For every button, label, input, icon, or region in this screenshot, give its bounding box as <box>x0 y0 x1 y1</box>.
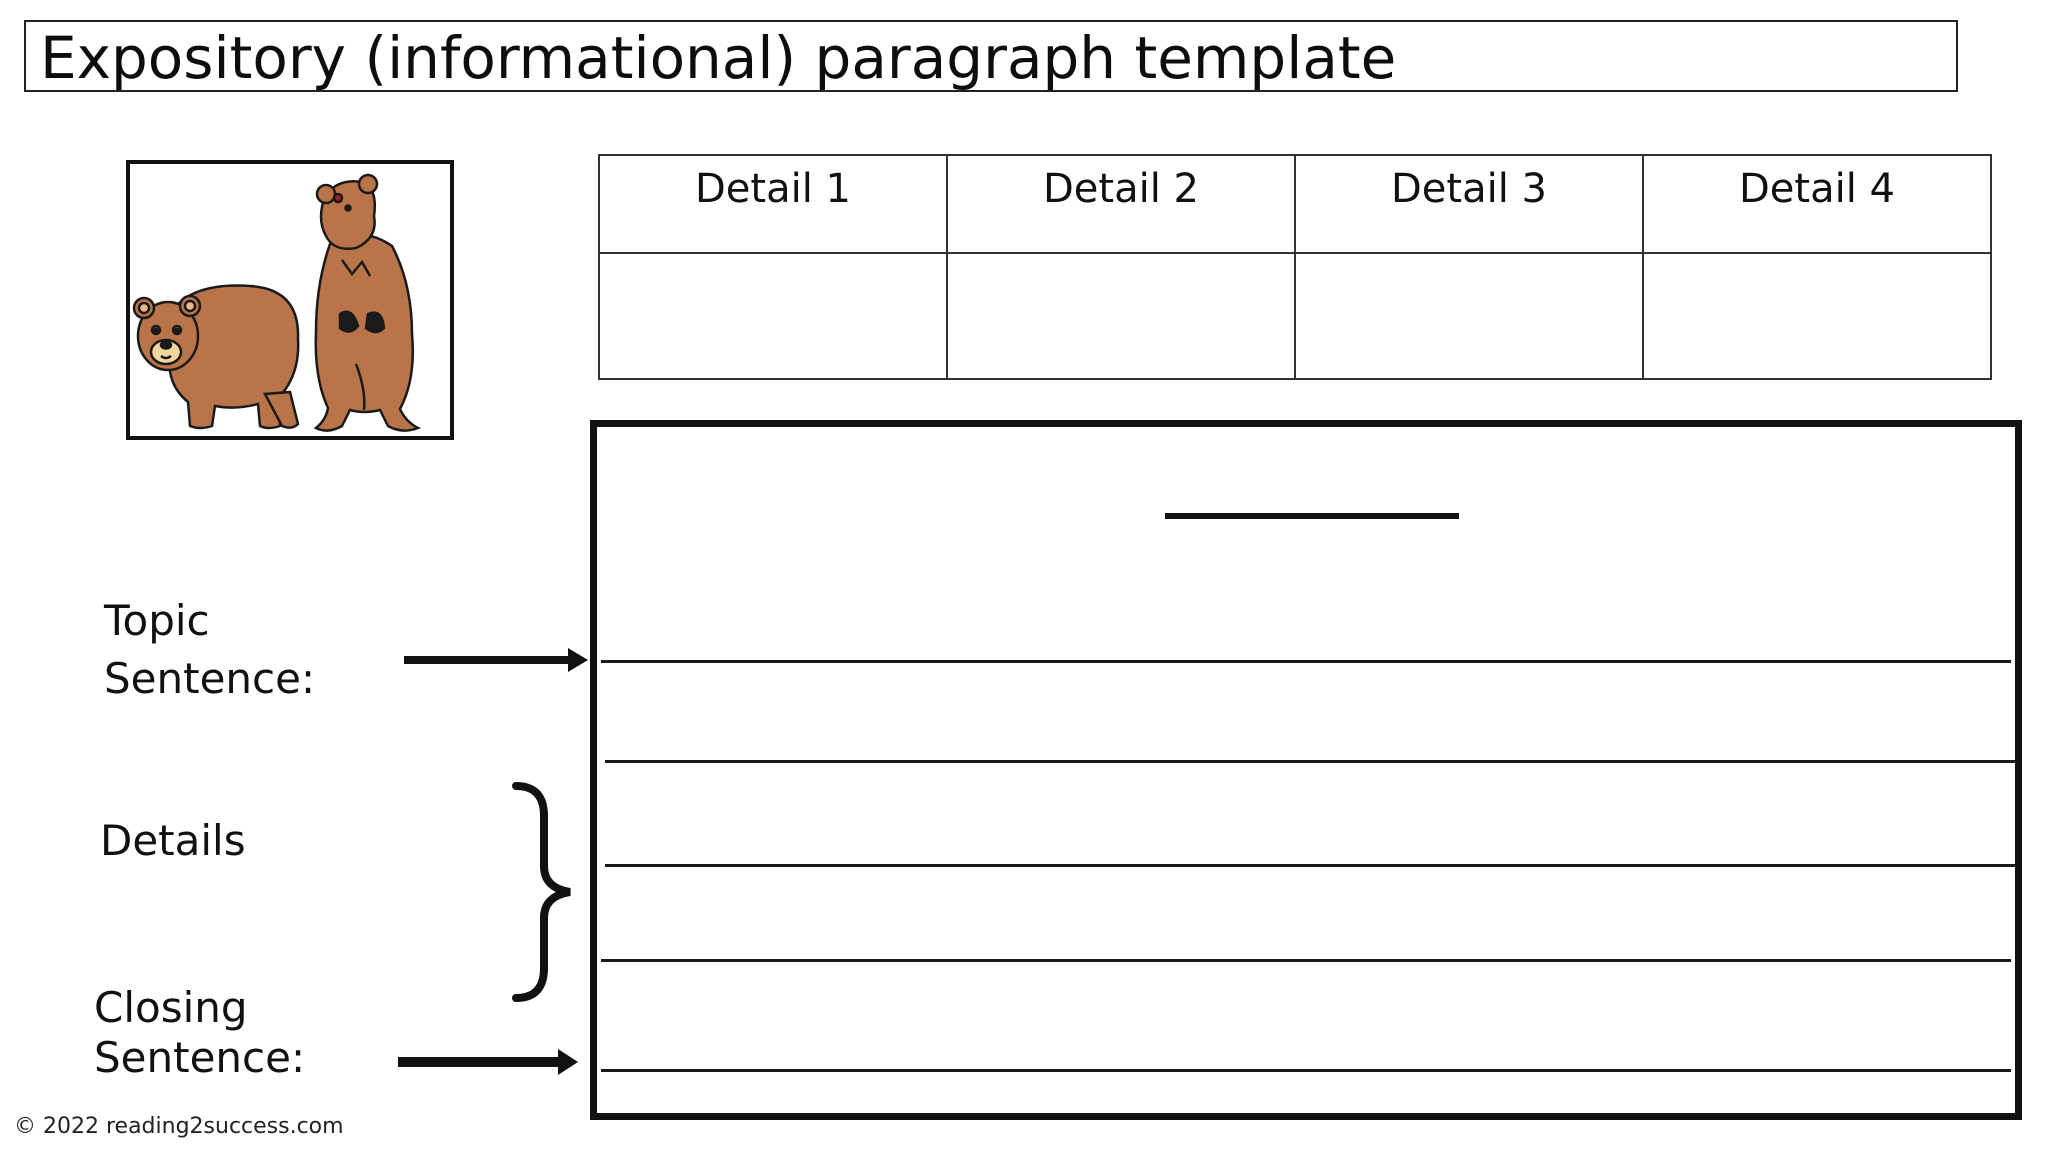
detail-header-3: Detail 3 <box>1294 154 1644 254</box>
detail-table: Detail 1 Detail 2 Detail 3 Detail 4 <box>598 154 1992 380</box>
writing-line-1[interactable] <box>601 660 2011 663</box>
writing-line-3[interactable] <box>605 864 2015 867</box>
topic-label-line2: Sentence: <box>104 654 316 703</box>
closing-label-line1: Closing <box>94 983 248 1032</box>
walking-bear-icon <box>132 284 300 430</box>
detail-header-1: Detail 1 <box>598 154 948 254</box>
topic-sentence-label: Topic Sentence: <box>104 592 315 708</box>
closing-arrow-icon <box>398 1049 578 1075</box>
details-label: Details <box>100 816 246 865</box>
detail-answer-cell-4[interactable] <box>1642 252 1992 380</box>
closing-sentence-label: Closing Sentence: <box>94 983 305 1083</box>
topic-arrow-icon <box>404 648 588 672</box>
page-title: Expository (informational) paragraph tem… <box>40 24 1397 92</box>
topic-label-line1: Topic <box>104 596 210 645</box>
standing-bear-icon <box>313 173 422 432</box>
bears-picture-frame <box>126 160 454 440</box>
detail-header-2: Detail 2 <box>946 154 1296 254</box>
writing-line-5[interactable] <box>601 1069 2011 1072</box>
detail-answer-row <box>598 252 1992 380</box>
writing-line-4[interactable] <box>601 959 2011 962</box>
detail-answer-cell-1[interactable] <box>598 252 948 380</box>
title-box: Expository (informational) paragraph tem… <box>24 20 1958 92</box>
paragraph-title-blank[interactable] <box>1165 513 1459 519</box>
copyright-notice: © 2022 reading2success.com <box>14 1114 344 1139</box>
paragraph-writing-box <box>590 420 2022 1120</box>
detail-answer-cell-3[interactable] <box>1294 252 1644 380</box>
detail-header-row: Detail 1 Detail 2 Detail 3 Detail 4 <box>598 154 1992 254</box>
writing-line-2[interactable] <box>605 760 2015 763</box>
details-brace-icon <box>512 782 571 1002</box>
detail-header-4: Detail 4 <box>1642 154 1992 254</box>
closing-label-line2: Sentence: <box>94 1033 306 1082</box>
bears-illustration-icon <box>132 173 422 432</box>
detail-answer-cell-2[interactable] <box>946 252 1296 380</box>
